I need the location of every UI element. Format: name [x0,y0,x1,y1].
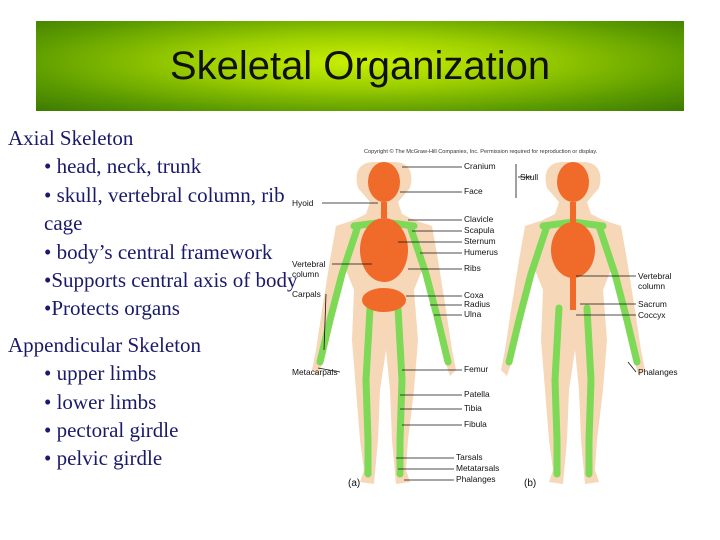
appendicular-bullet: • pelvic girdle [44,446,163,471]
slide-title: Skeletal Organization [169,43,551,88]
label-fibula: Fibula [464,419,487,429]
label-sacrum: Sacrum [638,299,667,309]
back-skeleton [501,162,645,484]
label-face: Face [464,186,483,196]
front-axial-bones [360,162,408,312]
appendicular-bullets: • upper limbs • lower limbs • pectoral g… [8,359,328,473]
text-column: Axial Skeleton • head, neck, trunk • sku… [8,124,328,481]
label-coccyx: Coccyx [638,310,666,320]
back-body-outline [501,162,645,484]
panel-label-a: (a) [348,478,360,489]
front-skeleton [312,162,456,484]
center-labels: Cranium Face Clavicle Scapula Sternum Hu… [456,161,499,484]
axial-bullets: • head, neck, trunk • skull, vertebral c… [8,152,328,322]
leader-lines [317,164,637,481]
appendicular-bullet: • lower limbs [44,389,157,414]
label-tarsals: Tarsals [456,452,483,462]
label-phalanges-right: Phalanges [638,367,678,377]
appendicular-bullet: • pectoral girdle [44,418,179,443]
label-vertebral-column-left-2: column [292,269,319,279]
label-metacarpals: Metacarpals [292,367,338,377]
back-axial-bones [551,162,595,310]
skeleton-figure: Copyright © The McGraw-Hill Companies, I… [292,148,678,489]
axial-bullet: • head, neck, trunk [44,154,202,179]
label-carpals: Carpals [292,289,321,299]
title-bar: Skeletal Organization [36,21,684,111]
label-vertebral-column-right-2: column [638,281,665,291]
label-ribs: Ribs [464,263,481,273]
label-humerus: Humerus [464,247,498,257]
label-phalanges: Phalanges [456,474,496,484]
front-body-outline [312,162,456,484]
label-radius: Radius [464,299,490,309]
label-ulna: Ulna [464,309,482,319]
label-vertebral-column-right-1: Vertebral [638,271,672,281]
figure-copyright: Copyright © The McGraw-Hill Companies, I… [364,148,598,155]
panel-label-b: (b) [524,478,536,489]
label-femur: Femur [464,364,488,374]
back-appendicular-bones [505,218,641,478]
axial-bullet: •Supports central axis of body [44,268,298,293]
label-cranium: Cranium [464,161,496,171]
label-vertebral-column-left-1: Vertebral [292,259,326,269]
label-metatarsals: Metatarsals [456,463,499,473]
appendicular-heading: Appendicular Skeleton [8,332,202,357]
axial-bullet: • skull, vertebral column, rib cage [44,182,285,236]
label-sternum: Sternum [464,236,496,246]
label-hyoid: Hyoid [292,198,314,208]
axial-heading: Axial Skeleton [8,126,134,150]
label-clavicle: Clavicle [464,214,494,224]
appendicular-bullet: • upper limbs [44,361,157,386]
label-coxa: Coxa [464,290,484,300]
label-patella: Patella [464,389,490,399]
axial-bullet: • body’s central framework [44,239,273,264]
left-labels: Hyoid Vertebral column Carpals Metacarpa… [292,198,338,377]
axial-bullet: •Protects organs [44,296,180,321]
label-scapula: Scapula [464,225,495,235]
label-tibia: Tibia [464,403,482,413]
